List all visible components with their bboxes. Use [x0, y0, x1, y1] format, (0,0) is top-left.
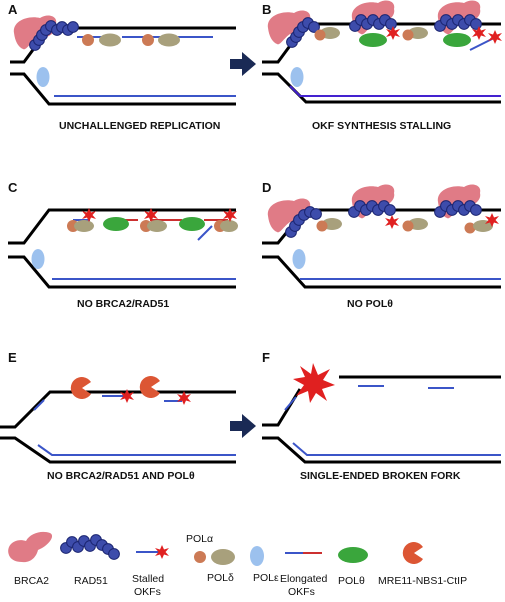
- arrow-icon: [230, 414, 256, 438]
- legend-label-stalled-okfs: OKFs: [134, 586, 161, 598]
- polymerase-alpha-delta-icon: [82, 33, 180, 47]
- brca2-icon: [8, 531, 53, 563]
- legend-pol-theta: POLθ: [338, 547, 368, 587]
- pol-theta-icon: [359, 33, 387, 47]
- legend-rad51: RAD51: [60, 534, 120, 587]
- legend-label-elongated: Elongated: [280, 573, 327, 585]
- panel-letter-d: D: [262, 180, 271, 195]
- pol-theta-icon: [338, 547, 368, 563]
- panel-a: A UNCHALLENGED REPLICATION: [8, 2, 236, 132]
- caption-d: NO POLθ: [347, 298, 393, 310]
- legend-label-pol-theta: POLθ: [338, 575, 365, 587]
- panel-f: F SINGLE-ENDED BROKEN FORK: [262, 350, 501, 482]
- caption-e: NO BRCA2/RAD51 AND POLθ: [47, 470, 195, 482]
- panel-d: D NO POLθ: [262, 180, 501, 310]
- pol-alpha-icon: [194, 551, 206, 563]
- panel-b: B OKF SYNTHES: [262, 0, 502, 132]
- panel-letter-a: A: [8, 2, 18, 17]
- panel-c: C NO BRCA2/RAD51: [8, 180, 238, 310]
- caption-f: SINGLE-ENDED BROKEN FORK: [300, 470, 461, 482]
- mre11-icon: [70, 377, 91, 399]
- legend-brca2: BRCA2: [8, 531, 53, 587]
- pol-delta-icon: [211, 549, 235, 565]
- legend-stalled-okfs: Stalled OKFs: [132, 545, 169, 598]
- legend: BRCA2 RAD51 Stalled OKFs POLα POLδ POLε: [8, 531, 467, 598]
- caption-b: OKF SYNTHESIS STALLING: [312, 120, 451, 132]
- break-burst-icon: [293, 363, 335, 403]
- legend-label-pol-alpha: POLα: [186, 533, 213, 545]
- arrow-icon: [230, 52, 256, 76]
- legend-label-stalled: Stalled: [132, 573, 164, 585]
- rad51-icon: [60, 534, 120, 560]
- legend-label-mre11: MRE11-NBS1-CtIP: [378, 575, 467, 587]
- legend-label-brca2: BRCA2: [14, 575, 49, 587]
- panel-letter-e: E: [8, 350, 17, 365]
- legend-label-pol-epsilon: POLε: [253, 572, 279, 584]
- pol-epsilon-icon: [250, 546, 264, 566]
- legend-label-pol-delta: POLδ: [207, 572, 234, 584]
- caption-a: UNCHALLENGED REPLICATION: [59, 120, 220, 132]
- caption-c: NO BRCA2/RAD51: [77, 298, 169, 310]
- panel-e: E NO BRCA2/RAD51 AND POLθ: [0, 350, 236, 482]
- legend-pol-alpha-delta: POLα POLδ: [186, 533, 235, 584]
- legend-label-elongated-okfs: OKFs: [288, 586, 315, 598]
- legend-elongated-okfs: Elongated OKFs: [280, 552, 327, 598]
- panel-letter-f: F: [262, 350, 270, 365]
- mre11-icon: [402, 542, 423, 564]
- legend-label-rad51: RAD51: [74, 575, 108, 587]
- legend-pol-epsilon: POLε: [250, 546, 279, 584]
- legend-mre11: MRE11-NBS1-CtIP: [378, 542, 467, 587]
- pol-epsilon-icon: [36, 67, 50, 87]
- panel-letter-b: B: [262, 2, 271, 17]
- panel-letter-c: C: [8, 180, 18, 195]
